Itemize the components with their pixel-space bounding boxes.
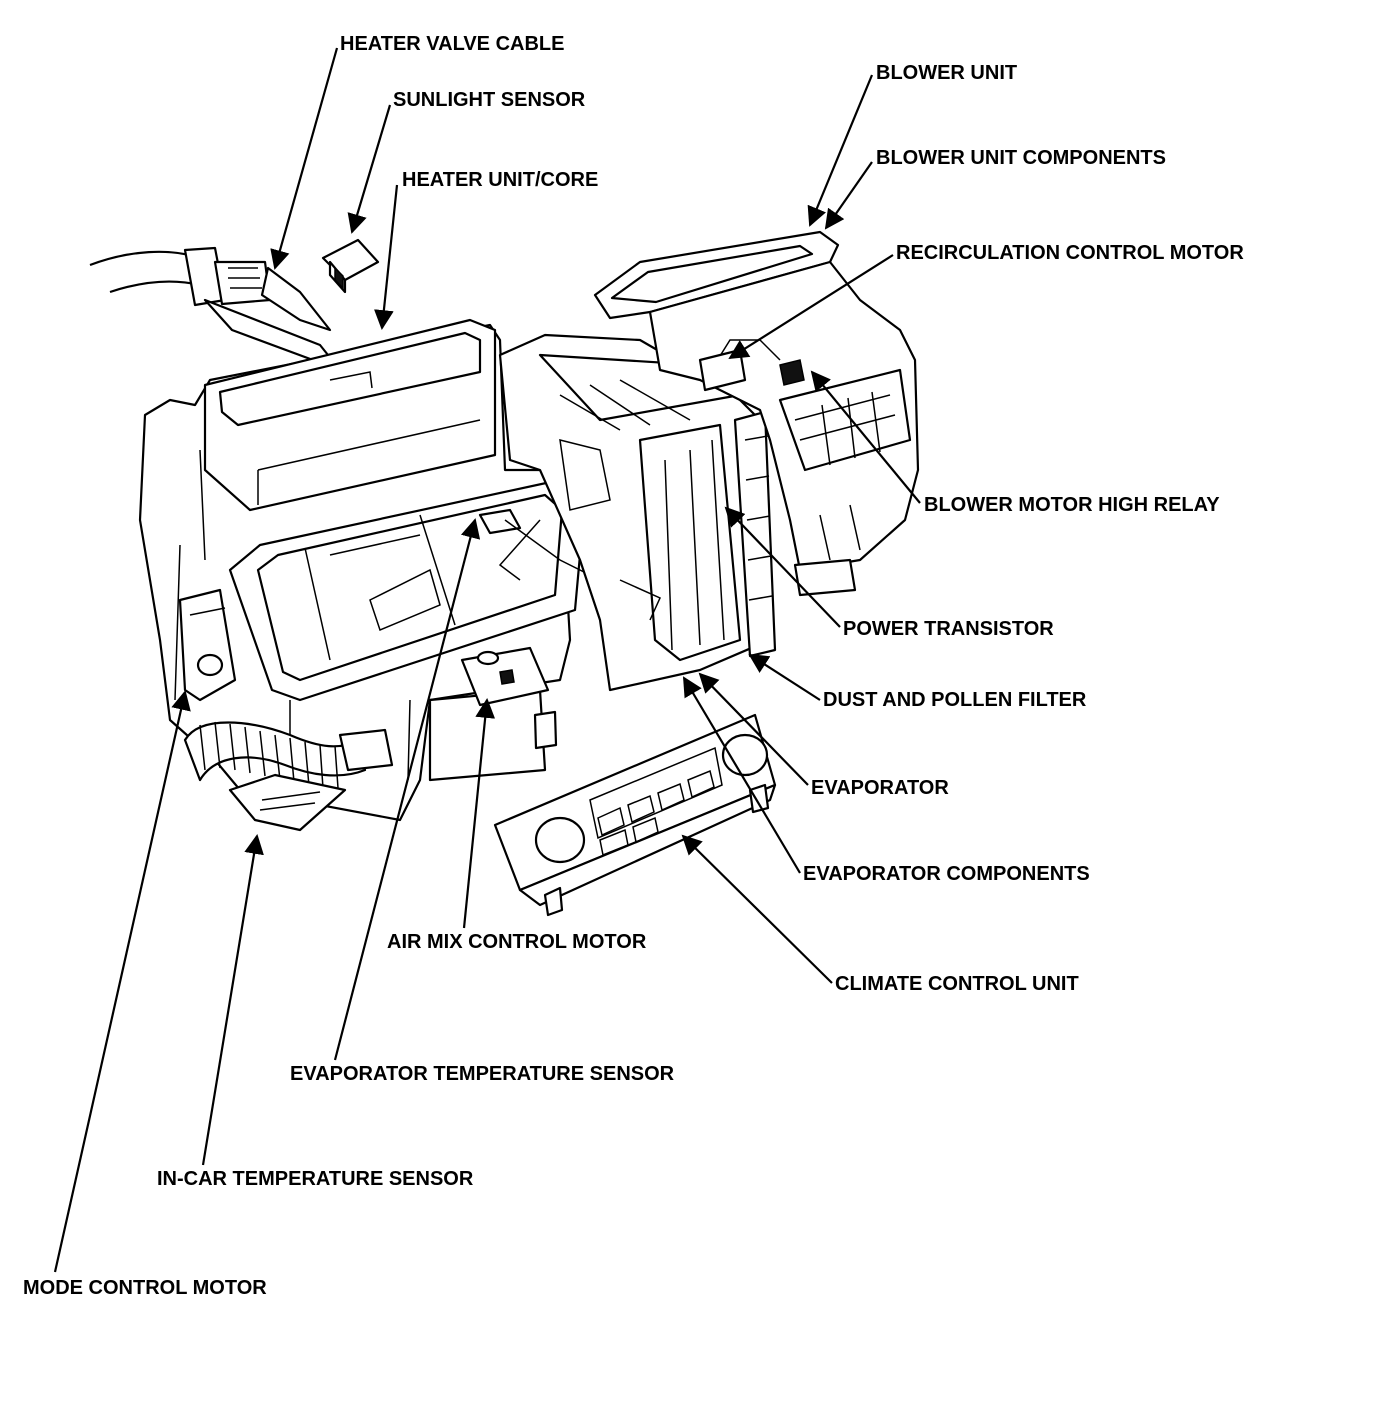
leader-climate-control-unit — [681, 834, 833, 984]
leader-mode-control-motor — [53, 690, 191, 1273]
label-heater-valve-cable: HEATER VALVE CABLE — [340, 33, 564, 55]
leader-recirculation-control-motor — [728, 254, 894, 360]
leader-blower-unit-components — [824, 161, 873, 230]
leader-blower-motor-high-relay — [810, 370, 921, 504]
label-evaporator: EVAPORATOR — [811, 777, 949, 799]
label-blower-unit-components: BLOWER UNIT COMPONENTS — [876, 147, 1166, 169]
heater-hoses — [89, 246, 342, 372]
leader-power-transistor — [724, 506, 841, 628]
label-blower-motor-high-relay: BLOWER MOTOR HIGH RELAY — [924, 494, 1220, 516]
climate-control-unit — [493, 713, 777, 917]
leader-lines — [53, 47, 921, 1273]
label-heater-unit-core: HEATER UNIT/CORE — [402, 169, 598, 191]
leader-in-car-temperature-sensor — [201, 834, 264, 1166]
label-evaporator-temperature-sensor: EVAPORATOR TEMPERATURE SENSOR — [290, 1063, 675, 1085]
label-mode-control-motor: MODE CONTROL MOTOR — [23, 1277, 267, 1299]
mode-control-motor — [178, 588, 237, 702]
leader-sunlight-sensor — [347, 104, 392, 234]
label-evaporator-components: EVAPORATOR COMPONENTS — [803, 863, 1090, 885]
blower-unit — [593, 230, 920, 597]
labels: HEATER VALVE CABLE SUNLIGHT SENSOR HEATE… — [23, 33, 1244, 1299]
leader-evaporator-temperature-sensor — [333, 518, 481, 1061]
label-dust-and-pollen-filter: DUST AND POLLEN FILTER — [823, 689, 1087, 711]
label-recirculation-control-motor: RECIRCULATION CONTROL MOTOR — [896, 242, 1244, 264]
leader-evaporator — [698, 672, 809, 786]
label-in-car-temperature-sensor: IN-CAR TEMPERATURE SENSOR — [157, 1168, 474, 1190]
leader-heater-unit-core — [374, 184, 399, 330]
hvac-assembly-illustration — [89, 230, 920, 917]
leader-dust-and-pollen-filter — [748, 653, 821, 701]
leader-heater-valve-cable — [270, 47, 339, 270]
label-climate-control-unit: CLIMATE CONTROL UNIT — [835, 973, 1079, 995]
in-car-temperature-sensor — [183, 721, 394, 832]
leader-blower-unit — [807, 74, 874, 227]
label-air-mix-control-motor: AIR MIX CONTROL MOTOR — [387, 931, 647, 953]
sunlight-sensor — [321, 238, 380, 294]
leader-air-mix-control-motor — [462, 698, 496, 929]
label-blower-unit: BLOWER UNIT — [876, 62, 1017, 84]
label-power-transistor: POWER TRANSISTOR — [843, 618, 1054, 640]
evaporator-housing — [498, 333, 777, 692]
air-mix-control-motor — [460, 646, 550, 707]
label-sunlight-sensor: SUNLIGHT SENSOR — [393, 89, 586, 111]
leader-evaporator-components — [682, 676, 801, 874]
heater-unit-housing — [138, 318, 587, 822]
